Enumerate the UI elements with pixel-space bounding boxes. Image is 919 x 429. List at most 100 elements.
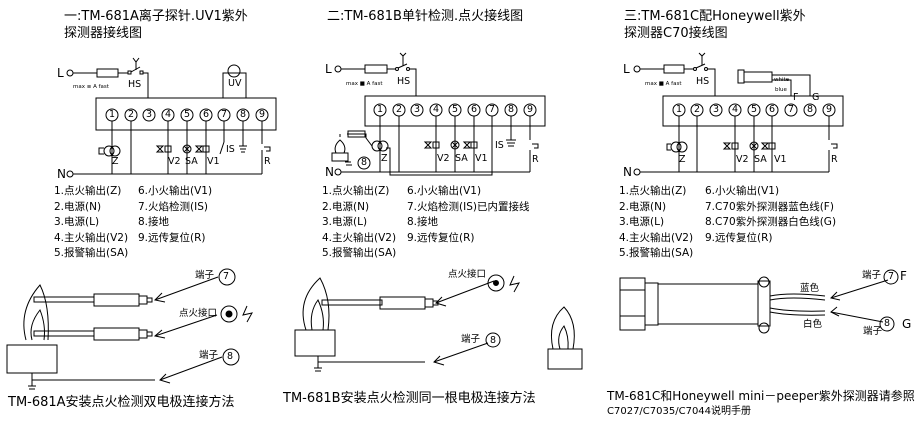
legend-item: 3.电源(L) — [322, 216, 368, 228]
hs-switch-3 — [695, 63, 706, 69]
terminal-num: 3 — [146, 109, 153, 120]
spark-icon-2 — [509, 275, 520, 293]
legend-1-right: 6.小火输出(V1) 7.火焰检测(IS) 8.接地 9.远传复位(R) — [138, 184, 212, 246]
terminal7-tag-3: F — [900, 269, 907, 283]
terminal-num: 4 — [433, 104, 440, 115]
line-L-label: L — [325, 62, 332, 76]
fuse-3 — [663, 64, 685, 74]
terminal-num: 4 — [732, 104, 739, 115]
burner-2 — [331, 152, 349, 162]
alarm-sa-2 — [450, 140, 460, 150]
terminal-num: 1 — [676, 104, 683, 115]
legend-item: 4.主火输出(V2) — [322, 231, 397, 244]
terminal-N-1 — [66, 170, 74, 178]
label-r: R — [264, 156, 271, 167]
legend-item: 8.接地 — [407, 216, 439, 228]
ignition-label-2: 点火接口 — [448, 269, 487, 280]
valve-v1-2 — [462, 141, 472, 149]
alarm-sa-1 — [182, 144, 192, 154]
legend-item: 1.点火输出(Z) — [54, 185, 122, 197]
terminal-N-2 — [334, 168, 342, 176]
label-is: IS — [495, 140, 504, 151]
terminal-num: 2 — [694, 104, 701, 115]
terminal8-num-3: 8 — [884, 318, 891, 329]
legend-3-left: 1.点火输出(Z) 2.电源(N) 3.电源(L) 4.主火输出(V2) 5.报… — [619, 184, 693, 262]
legend-item: 7.火焰检测(IS)已内置接线 — [407, 200, 530, 213]
label-sa: SA — [185, 156, 198, 167]
label-v1: V1 — [207, 156, 220, 167]
flame-outer-2 — [302, 277, 330, 331]
terminal-N-3 — [633, 168, 641, 176]
terminal8-num-1: 8 — [227, 351, 234, 362]
terminal-7-circle-3 — [883, 269, 899, 285]
label-sa: SA — [455, 153, 468, 164]
terminal8-label-3: 端子 — [863, 326, 883, 337]
terminal-num: 9 — [259, 109, 266, 120]
line-N-label: N — [325, 165, 334, 179]
label-sa: SA — [754, 154, 767, 165]
alarm-sa-3 — [749, 141, 759, 151]
hs-label: HS — [397, 76, 411, 87]
c70-body — [657, 283, 759, 325]
burner-box-2 — [294, 329, 336, 357]
line-L-label: L — [57, 66, 64, 80]
label-v2: V2 — [437, 153, 450, 164]
electrode-1-lower — [93, 327, 140, 341]
terminal-num: 7 — [221, 109, 228, 120]
line-N-label: N — [57, 167, 66, 181]
panel-1-title: 一:TM-681A离子探针.UV1紫外 — [64, 9, 248, 24]
electrode-2 — [379, 296, 426, 310]
legend-item: 2.电源(N) — [54, 200, 102, 213]
label-z: Z — [112, 156, 119, 167]
terminal-L-2 — [334, 65, 342, 73]
line-N-label: N — [623, 165, 632, 179]
terminal-num: 3 — [414, 104, 421, 115]
legend-item: 2.电源(N) — [619, 200, 667, 213]
flame-outer-1 — [23, 284, 49, 341]
wire-white-label: white — [774, 77, 790, 83]
terminal7-label-3: 端子 — [862, 270, 882, 281]
white-wire-label: 白色 — [803, 319, 823, 330]
install-1-drawing — [6, 268, 253, 390]
terminal-8-circle-3 — [879, 316, 895, 332]
panel-2-schematic — [331, 52, 546, 176]
ignition-port-2 — [487, 274, 505, 292]
hs-label: HS — [696, 76, 710, 87]
install-1-caption: TM-681A安装点火检测双电极连接方法 — [8, 395, 235, 410]
install-3-caption-line2: C7027/C7035/C7044说明手册 — [607, 406, 752, 417]
terminal-num: 8 — [240, 109, 247, 120]
igniter-3 — [670, 141, 682, 153]
terminal-num: 5 — [184, 109, 191, 120]
panel-2-title: 二:TM-681B单针检测.点火接线图 — [327, 9, 524, 24]
terminal-num: 2 — [128, 109, 135, 120]
uv-sensor-1 — [227, 64, 241, 78]
terminal-num: 3 — [713, 104, 720, 115]
terminal-block-1 — [95, 97, 277, 131]
valve-v1-3 — [760, 142, 770, 150]
legend-item: 3.电源(L) — [619, 216, 665, 228]
terminal-num: 1 — [377, 104, 384, 115]
label-v2: V2 — [168, 156, 181, 167]
legend-item: 5.报警输出(SA) — [322, 247, 397, 259]
fuse-1 — [96, 68, 119, 78]
terminal-num: 1 — [109, 109, 116, 120]
legend-item: 4.主火输出(V2) — [54, 231, 129, 244]
terminal-num: 9 — [527, 104, 534, 115]
legend-item: 6.小火输出(V1) — [705, 185, 780, 197]
legend-2-right: 6.小火输出(V1) 7.火焰检测(IS)已内置接线 8.接地 9.远传复位(R… — [407, 184, 529, 246]
legend-item: 1.点火输出(Z) — [619, 185, 687, 197]
terminal8-label-1: 端子 — [199, 350, 219, 361]
legend-item: 8.C70紫外探测器白色线(G) — [705, 216, 837, 228]
ground-terminal-label: 8 — [361, 157, 368, 168]
flame-reference — [550, 306, 575, 350]
legend-item: 9.远传复位(R) — [138, 231, 206, 244]
c70-sensor-3 — [737, 69, 745, 84]
ignition-port-1 — [220, 305, 238, 323]
line-L-label: L — [623, 62, 630, 76]
terminal-num: 2 — [396, 104, 403, 115]
terminal-num: 7 — [788, 104, 795, 115]
legend-item: 4.主火输出(V2) — [619, 231, 694, 244]
terminal-num: 5 — [452, 104, 459, 115]
burner-box-1 — [6, 344, 58, 374]
